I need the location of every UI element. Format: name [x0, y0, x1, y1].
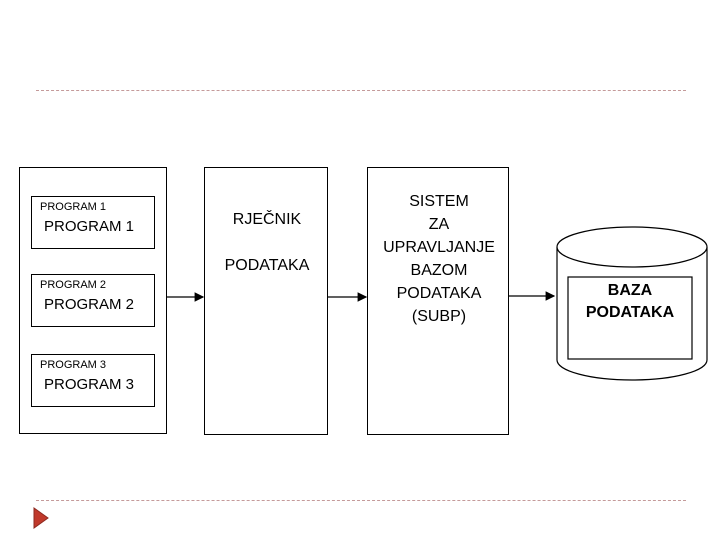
dictionary-label-line2: PODATAKA: [224, 257, 310, 274]
program-box-1: PROGRAM 1 PROGRAM 1: [31, 196, 155, 249]
program-3-caption: PROGRAM 3: [40, 359, 107, 371]
program-box-2: PROGRAM 2 PROGRAM 2: [31, 274, 155, 327]
bottom-divider: [36, 500, 686, 501]
dbms-box: SISTEM ZA UPRAVLJANJE BAZOM PODATAKA (SU…: [367, 167, 509, 435]
database-label: BAZA PODATAKA: [585, 282, 675, 321]
data-dictionary-box: RJEČNIK PODATAKA: [204, 167, 328, 435]
program-2-label: PROGRAM 2: [44, 296, 135, 313]
database-cylinder-icon: [556, 226, 708, 381]
program-1-label: PROGRAM 1: [44, 218, 135, 235]
nav-arrow-icon[interactable]: [33, 507, 49, 529]
program-box-3: PROGRAM 3 PROGRAM 3: [31, 354, 155, 407]
dbms-label: SISTEM ZA UPRAVLJANJE BAZOM PODATAKA (SU…: [383, 193, 495, 325]
top-divider: [36, 90, 686, 91]
program-2-caption: PROGRAM 2: [40, 279, 107, 291]
program-3-label: PROGRAM 3: [44, 376, 135, 393]
dictionary-label-line1: RJEČNIK: [232, 211, 302, 228]
program-1-caption: PROGRAM 1: [40, 201, 107, 213]
